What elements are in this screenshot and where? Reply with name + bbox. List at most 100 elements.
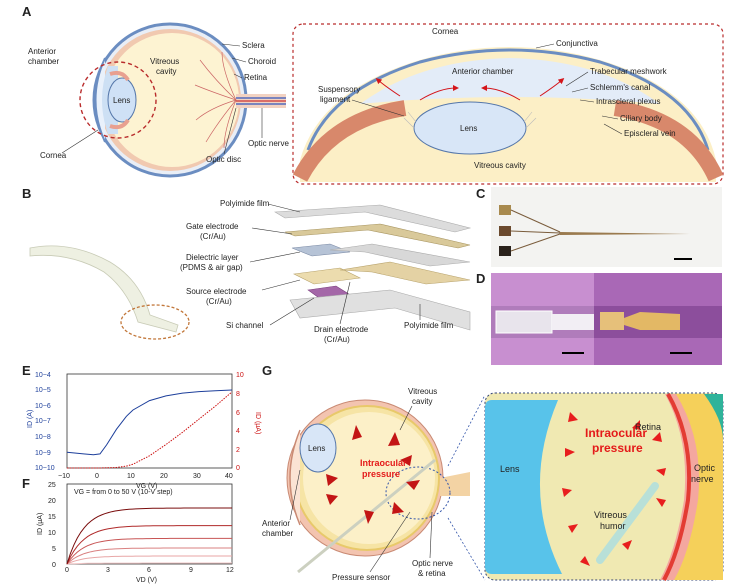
inset-ciliary-right: [613, 100, 724, 182]
eye-lens: [107, 77, 137, 123]
e-ytick-right: 0: [236, 465, 240, 472]
panel-g: G Intraocular pressure Lens Vitreous cav…: [262, 363, 724, 582]
g-label-vitreous-1: Vitreous: [408, 387, 437, 396]
panel-label-a: A: [22, 4, 32, 19]
f-ytick: 10: [48, 530, 56, 537]
g-cornea: [289, 429, 301, 526]
e-xtick: 20: [160, 473, 168, 480]
g-pressure-arrows: [326, 425, 420, 524]
panel-d: D: [476, 271, 722, 365]
g-inset-arrows: [562, 412, 666, 566]
e-series-red: [67, 391, 233, 469]
e-ytick-left: 10−10: [35, 465, 55, 472]
zoom-circle-b: [120, 304, 190, 340]
g-inset-sensor: [596, 482, 659, 564]
e-left-ticks: 10−4 10−5 10−6 10−7 10−8 10−9 10−10: [35, 372, 55, 472]
retinal-vessels: [194, 51, 237, 149]
f-ytick: 25: [48, 482, 56, 489]
inset-label-episcleral-vein: Episcleral vein: [624, 129, 676, 138]
g-label-lens: Lens: [308, 444, 325, 453]
g-iop-label-1: Intraocular: [360, 458, 407, 468]
e-plot-frame: [66, 373, 233, 469]
inset-label-anterior-chamber: Anterior chamber: [452, 67, 514, 76]
f-ytick: 0: [52, 562, 56, 569]
inset-label-suspensory-2: ligament: [320, 95, 351, 104]
g-label-anterior-1: Anterior: [262, 519, 290, 528]
g-label-pressure-sensor: Pressure sensor: [332, 573, 391, 582]
g-label-optic-nerve-2: & retina: [418, 569, 446, 578]
inset-label-conjunctiva: Conjunctiva: [556, 39, 598, 48]
eye-vitreous: [105, 33, 239, 167]
sensor-probe: [29, 245, 179, 333]
zoom-circle-a: [79, 61, 157, 139]
panel-a-inset: Cornea Conjunctiva Anterior chamber Trab…: [292, 23, 724, 185]
layer-source: [292, 267, 362, 285]
f-curve-3: [66, 537, 232, 565]
panel-label-b: B: [22, 186, 31, 201]
b-label-polyimide-top: Polyimide film: [220, 199, 270, 208]
label-anterior-chamber-1: Anterior: [28, 47, 56, 56]
f-curve-2: [66, 547, 232, 565]
f-curve-4: [66, 525, 232, 565]
g-inset-label-vitreous-1: Vitreous: [594, 510, 627, 520]
e-ytick-right: 4: [236, 428, 240, 435]
g-inset-optic-nerve: [674, 394, 723, 580]
g-inset-label-lens: Lens: [500, 464, 520, 474]
g-inset-label-retina: Retina: [635, 422, 661, 432]
g-inset-lens: [485, 400, 562, 574]
e-xtick: 40: [225, 473, 233, 480]
f-xtick: 3: [106, 567, 110, 574]
g-optic-nerve: [440, 472, 470, 496]
f-xlabel: VD (V): [136, 577, 157, 584]
f-curve-0: [66, 562, 232, 565]
b-label-drain-2: (Cr/Au): [324, 335, 350, 344]
f-xticks: 0 3 6 9 12: [65, 567, 234, 574]
e-right-ticks: 10 8 6 4 2 0: [236, 372, 244, 472]
e-ytick-left: 10−5: [35, 387, 51, 394]
panel-a: A Anterior chamber Lens Cornea Vitreous …: [22, 4, 289, 178]
e-ylabel-left: ID (A): [27, 410, 34, 428]
g-label-optic-nerve-1: Optic nerve: [412, 559, 453, 568]
inset-label-cornea: Cornea: [432, 27, 459, 36]
label-sclera: Sclera: [242, 41, 265, 50]
f-curve-1: [66, 555, 232, 565]
inset-flow-arrows: [375, 78, 565, 101]
g-iop-label-2: pressure: [362, 469, 400, 479]
f-xtick: 0: [65, 567, 69, 574]
label-optic-nerve: Optic nerve: [248, 139, 289, 148]
b-label-dielectric-1: Dielectric layer: [186, 253, 239, 262]
g-inset-iop-2: pressure: [592, 441, 643, 455]
b-label-gate-2: (Cr/Au): [200, 232, 226, 241]
label-vitreous-cavity-2: cavity: [156, 67, 176, 76]
f-curve-5: [66, 507, 232, 565]
g-label-anterior-2: chamber: [262, 529, 293, 538]
panel-label-f: F: [22, 476, 30, 491]
inset-label-trabecular-meshwork: Trabecular meshwork: [590, 67, 668, 76]
inset-lens: [413, 101, 527, 155]
e-ytick-left: 10−7: [35, 418, 51, 425]
inset-label-schlemms-canal: Schlemm's canal: [590, 83, 650, 92]
b-label-source-1: Source electrode: [186, 287, 247, 296]
f-xtick: 12: [226, 567, 234, 574]
g-inset-label-vitreous-2: humor: [600, 521, 626, 531]
f-ytick: 15: [48, 514, 56, 521]
panel-label-d: D: [476, 271, 485, 286]
g-lens: [299, 423, 337, 473]
f-xtick: 6: [147, 567, 151, 574]
layer-polyimide-top: [274, 204, 472, 233]
f-ytick: 5: [52, 546, 56, 553]
f-curves: [66, 507, 232, 565]
e-xtick: 0: [95, 473, 99, 480]
e-ytick-left: 10−9: [35, 450, 51, 457]
label-anterior-chamber-2: chamber: [28, 57, 59, 66]
e-ylabel-right: ID (µA): [254, 412, 261, 434]
probe-electrode-d: [624, 312, 680, 330]
e-ytick-right: 10: [236, 372, 244, 379]
g-inset-label-optic-2: nerve: [691, 474, 714, 484]
f-yticks: 0 5 10 15 20 25: [48, 482, 56, 569]
e-xtick: 10: [127, 473, 135, 480]
f-annotation: VG = from 0 to 50 V (10-V step): [74, 489, 173, 496]
e-ytick-left: 10−4: [35, 372, 51, 379]
inset-label-ciliary-body: Ciliary body: [620, 114, 662, 123]
